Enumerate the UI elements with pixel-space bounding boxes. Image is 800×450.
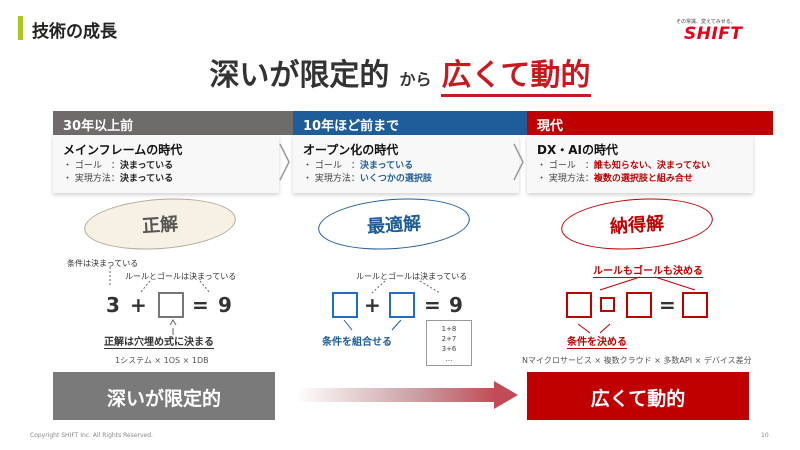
example-modern: Nマイクロサービス × 複数クラウド × 多数API × デバイス差分 xyxy=(522,356,752,365)
headline-to: 広くて動的 xyxy=(441,58,591,97)
header-accent-bar xyxy=(18,16,23,40)
blank-box xyxy=(389,292,415,318)
bullet-method: ・ 実現方法：いくつかの選択肢 xyxy=(303,174,432,184)
chevron-right-icon xyxy=(513,143,524,181)
bullet-method: ・ 実現方法：決まっている xyxy=(63,174,174,184)
option-item: 3+6 xyxy=(441,345,457,353)
chevron-right-icon xyxy=(279,143,290,181)
banner-deep-limited: 深いが限定的 xyxy=(53,372,275,420)
option-item: 1+8 xyxy=(441,325,457,333)
shift-logo: SHIFT xyxy=(684,24,743,44)
options-box: 1+8 2+7 3+6 … xyxy=(426,320,472,366)
plus-sign: + xyxy=(364,293,381,317)
caption-correct: 正解は穴埋め式に決まる xyxy=(104,333,214,349)
logo-tagline: その常識、変えてみせる。 xyxy=(676,19,736,25)
period-header-3: 現代 xyxy=(527,111,773,135)
blank-box-small xyxy=(600,297,615,312)
era-box-3: DX・AIの時代 ・ ゴール ：誰も知らない、決まってない ・ 実現方法：複数の… xyxy=(527,135,753,193)
plus-sign: + xyxy=(130,293,147,317)
note-condition: 条件は決まっている xyxy=(67,259,139,268)
note-rule: ルールとゴールは決まっている xyxy=(356,272,468,281)
number-9: 9 xyxy=(449,293,463,317)
bullet-goal: ・ ゴール ：決まっている xyxy=(63,161,174,171)
page-number: 10 xyxy=(761,432,769,439)
era-title: オープン化の時代 xyxy=(303,143,399,157)
arrow-right-icon xyxy=(494,381,518,409)
era-box-1: メインフレームの時代 ・ ゴール ：決まっている ・ 実現方法：決まっている xyxy=(53,135,279,193)
period-header-1: 30年以上前 xyxy=(53,111,299,135)
blank-box xyxy=(332,292,358,318)
headline-from: 深いが限定的 xyxy=(209,58,390,93)
progress-arrow xyxy=(296,388,496,402)
number-9: 9 xyxy=(218,293,232,317)
example-stack: 1システム × 1OS × 1DB xyxy=(115,356,209,365)
era-box-2: オープン化の時代 ・ ゴール ：決まっている ・ 実現方法：いくつかの選択肢 xyxy=(293,135,519,193)
headline: 深いが限定的から広くて動的 xyxy=(0,50,800,97)
equals-sign: = xyxy=(659,293,676,317)
bullet-goal: ・ ゴール ：決まっている xyxy=(303,161,414,171)
blank-box xyxy=(158,292,184,318)
equals-sign: = xyxy=(192,293,209,317)
copyright: Copyright SHIFT Inc. All Rights Reserved… xyxy=(30,432,153,439)
era-title: DX・AIの時代 xyxy=(537,143,618,157)
blank-box xyxy=(682,292,708,318)
note-rule-goal: ルールもゴールも決める xyxy=(593,262,703,278)
caption-combine: 条件を組合せる xyxy=(322,337,392,348)
caption-decide: 条件を決める xyxy=(567,333,627,349)
blank-box xyxy=(626,292,652,318)
page-title: 技術の成長 xyxy=(32,22,117,42)
bullet-method: ・ 実現方法：複数の選択肢と組み合せ xyxy=(537,174,693,184)
headline-connector: から xyxy=(399,70,432,89)
period-header-2: 10年ほど前まで xyxy=(293,111,539,135)
note-rule: ルールとゴールは決まっている xyxy=(125,272,237,281)
era-title: メインフレームの時代 xyxy=(63,143,183,157)
option-item: … xyxy=(445,355,453,363)
bullet-goal: ・ ゴール ：誰も知らない、決まってない xyxy=(537,161,711,171)
equals-sign: = xyxy=(424,293,441,317)
option-item: 2+7 xyxy=(441,335,457,343)
banner-broad-dynamic: 広くて動的 xyxy=(527,372,749,420)
number-3: 3 xyxy=(106,293,120,317)
blank-box xyxy=(566,292,592,318)
